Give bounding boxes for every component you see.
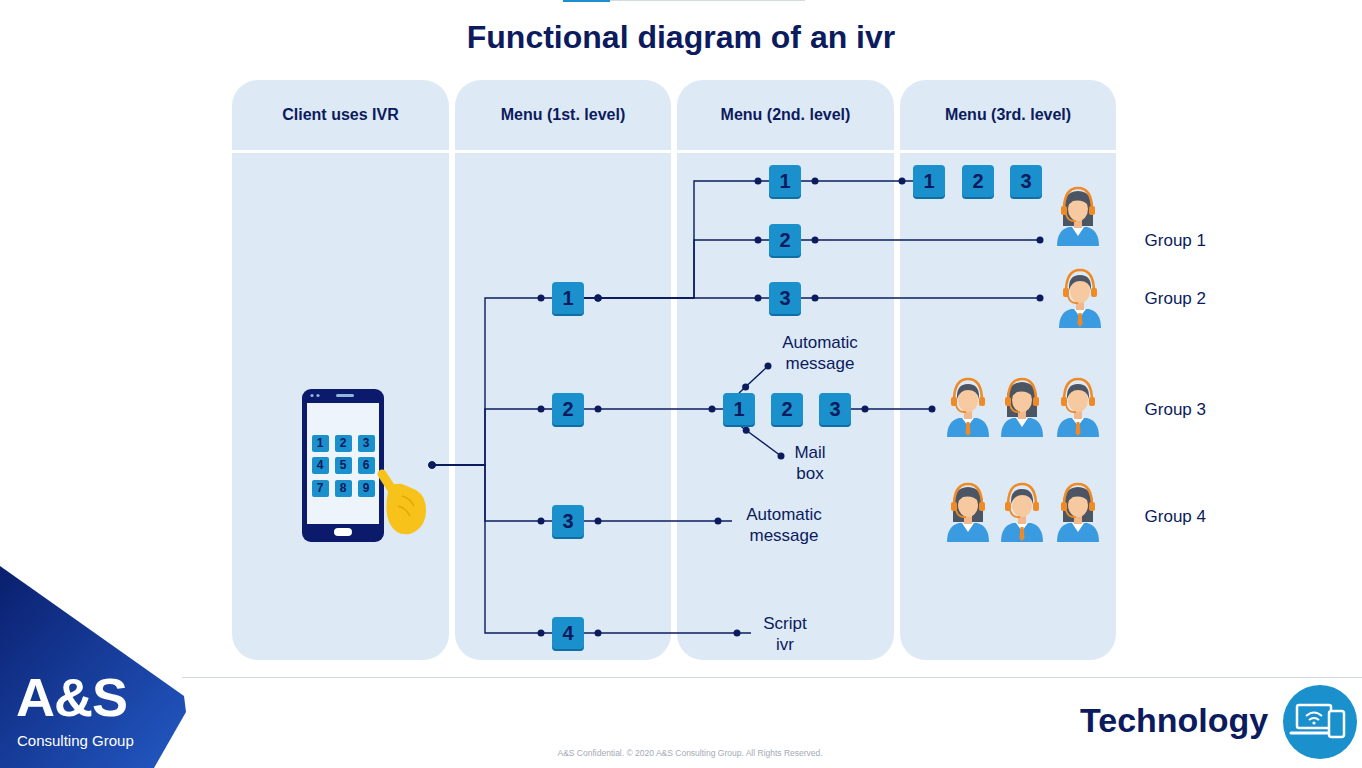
- menu-option-number: 1: [779, 170, 790, 192]
- wifi-dot: [1312, 721, 1315, 724]
- menu-option-number: 2: [781, 398, 792, 420]
- menu-option-number: 3: [562, 510, 573, 532]
- keypad-digit: 5: [335, 457, 352, 474]
- agent-group: Group 1: [1040, 220, 1220, 260]
- section-name: Technology: [1080, 700, 1268, 740]
- footer-rule: [182, 677, 1362, 678]
- agent-group: Group 2: [1040, 278, 1220, 318]
- agent-group: Group 4: [940, 496, 1220, 536]
- group-name: Group 2: [1145, 288, 1206, 309]
- message-text: Mail box: [785, 442, 835, 484]
- top-accent-bar: [563, 0, 610, 2]
- message-text: Automatic message: [736, 504, 832, 546]
- group-name: Group 1: [1145, 230, 1206, 251]
- menu-column: Client uses IVR 123 456 789: [232, 80, 449, 660]
- menu-key: 2: [769, 224, 801, 256]
- menu-key: 3: [819, 393, 851, 425]
- laptop-base: [1291, 732, 1337, 735]
- menu-column: Menu (3rd. level) 1 2 3: [900, 80, 1116, 660]
- menu-option-number: 2: [562, 398, 573, 420]
- message-text: Script ivr: [755, 613, 815, 655]
- keypad-digit: 8: [335, 480, 352, 497]
- menu-option-number: 4: [562, 622, 573, 644]
- phone-screen: [307, 403, 379, 524]
- menu-key: 1: [913, 165, 945, 197]
- menu-option-number: 2: [779, 229, 790, 251]
- message-text: Automatic message: [772, 332, 868, 374]
- menu-key: 4: [552, 617, 584, 649]
- logo-subtitle: Consulting Group: [17, 732, 134, 750]
- column-heading: Menu (1st. level): [455, 105, 671, 125]
- group-name: Group 4: [1145, 506, 1206, 527]
- confidential-note: A&S Confidential. © 2020 A&S Consulting …: [558, 748, 823, 759]
- menu-option-number: 3: [829, 398, 840, 420]
- agent-group: Group 3: [932, 389, 1220, 429]
- keypad-digit: 6: [358, 457, 375, 474]
- mobile-icon: [1329, 711, 1344, 737]
- message-node: Automatic message: [732, 500, 836, 550]
- message-node: Mail box: [781, 438, 839, 488]
- technology-badge: [1283, 685, 1357, 759]
- column-heading: Client uses IVR: [232, 105, 449, 125]
- keypad-digit: 1: [312, 435, 329, 452]
- phone-camera: [310, 394, 313, 397]
- diagram-title: Functional diagram of an ivr: [0, 17, 1362, 57]
- message-node: Script ivr: [751, 609, 819, 659]
- menu-key: 1: [723, 393, 755, 425]
- keypad-digit: 4: [312, 457, 329, 474]
- top-rule: [610, 0, 805, 1]
- phone-camera: [316, 394, 319, 397]
- hand-shade: [398, 496, 414, 516]
- menu-column: Menu (1st. level) 1 2 3 4: [455, 80, 671, 660]
- message-node: Automatic message: [768, 328, 872, 378]
- hand-palm: [386, 484, 426, 535]
- phone-home-button: [334, 528, 352, 536]
- menu-key: 2: [771, 393, 803, 425]
- menu-key: 3: [769, 282, 801, 314]
- menu-option-number: 1: [562, 287, 573, 309]
- logo-shape: [0, 566, 186, 768]
- menu-option-number: 2: [972, 170, 983, 192]
- keypad-digit: 9: [358, 480, 375, 497]
- menu-column: Menu (2nd. level)123Automatic message123…: [677, 80, 894, 660]
- column-heading: Menu (2nd. level): [677, 105, 894, 125]
- keypad-digit: 7: [312, 480, 329, 497]
- logo-text: A&S: [16, 669, 127, 725]
- column-heading: Menu (3rd. level): [900, 105, 1116, 125]
- menu-key: 2: [962, 165, 994, 197]
- wifi-icon: [1306, 713, 1322, 721]
- menu-option-number: 3: [1020, 170, 1031, 192]
- keypad-digit: 2: [335, 435, 352, 452]
- menu-key: 3: [1010, 165, 1042, 197]
- phone-speaker: [336, 394, 354, 397]
- phone-body: [302, 389, 384, 542]
- menu-option-number: 1: [923, 170, 934, 192]
- menu-key: 2: [552, 393, 584, 425]
- menu-option-number: 3: [779, 287, 790, 309]
- menu-key: 1: [552, 282, 584, 314]
- group-name: Group 3: [1145, 399, 1206, 420]
- menu-key: 1: [769, 165, 801, 197]
- laptop-icon: [1297, 705, 1331, 728]
- menu-option-number: 1: [733, 398, 744, 420]
- keypad-digit: 3: [358, 435, 375, 452]
- menu-key: 3: [552, 505, 584, 537]
- phone-keypad: 123 456 789: [298, 386, 432, 544]
